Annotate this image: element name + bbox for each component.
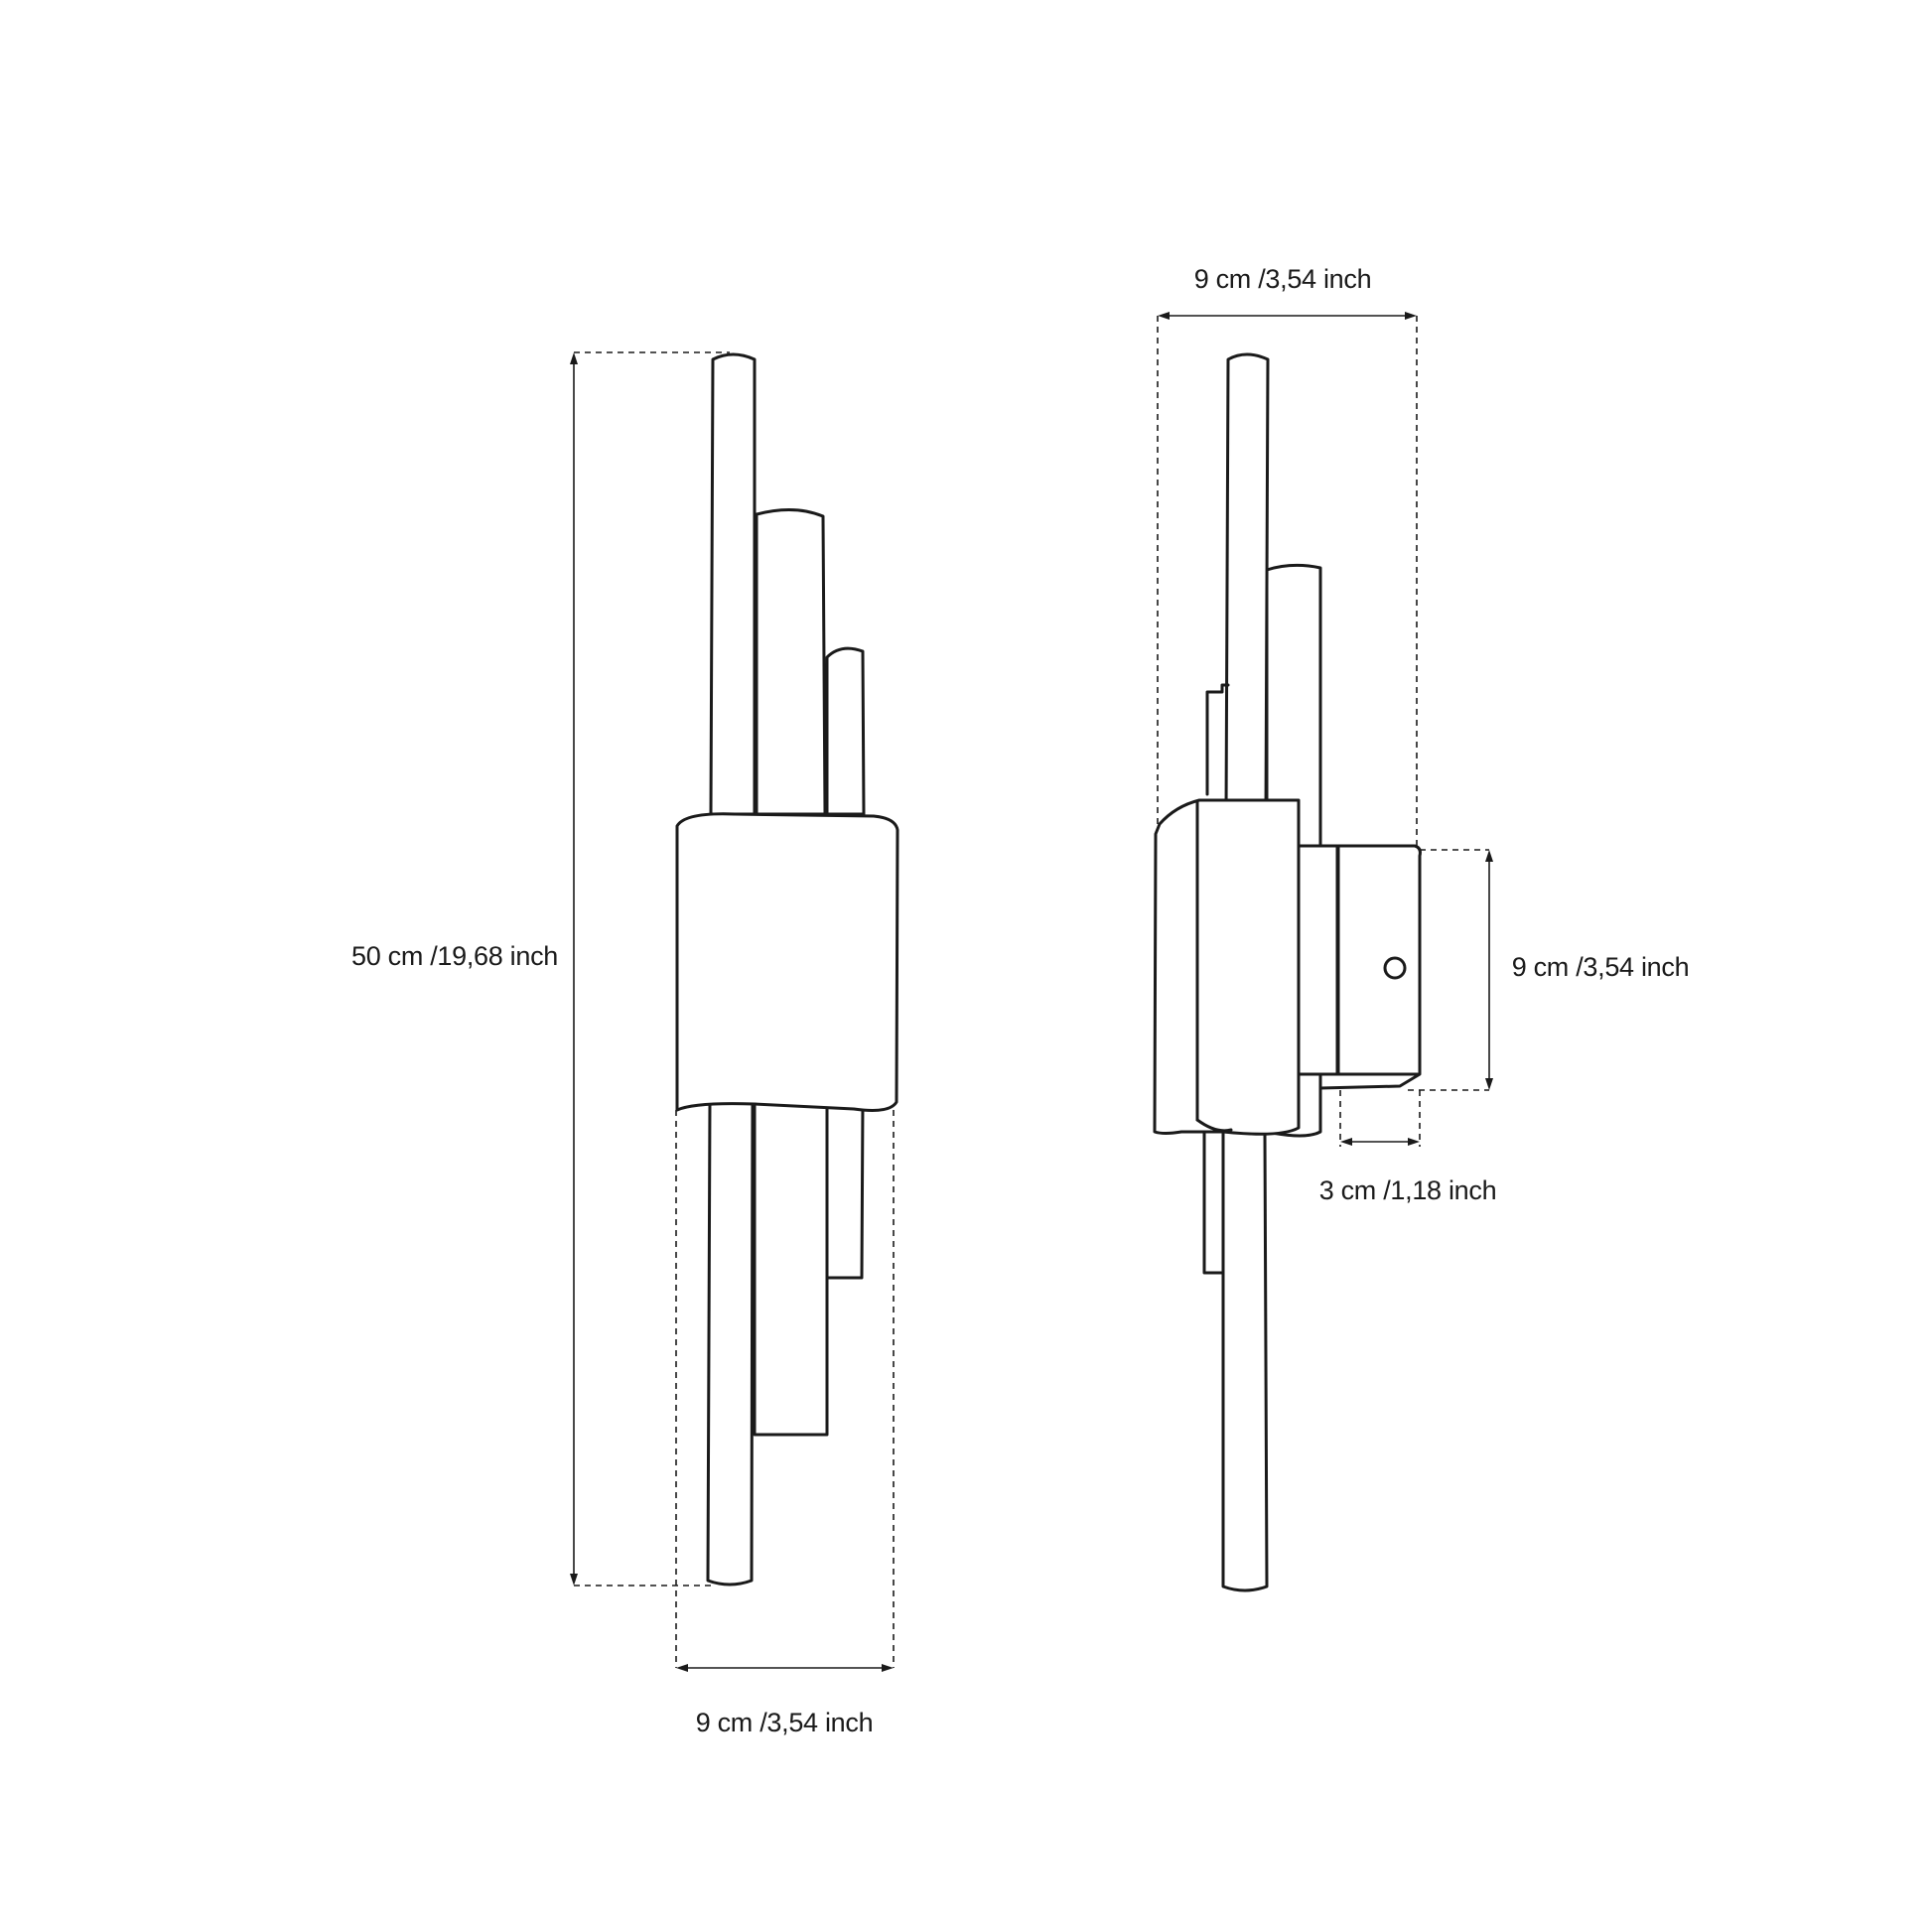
arrow-right-icon bbox=[1405, 312, 1417, 320]
front-short-rod-lower bbox=[821, 1100, 865, 1280]
side-body bbox=[1153, 798, 1301, 1136]
side-wall-plate bbox=[1318, 844, 1422, 1090]
arrow-up-icon bbox=[1485, 850, 1493, 862]
arrow-left-icon bbox=[1340, 1138, 1352, 1146]
arrow-right-icon bbox=[1408, 1138, 1420, 1146]
front-middle-rod-lower bbox=[753, 1100, 829, 1437]
screw-icon bbox=[1383, 956, 1407, 980]
side-depth-label: 3 cm /1,18 inch bbox=[1319, 1175, 1497, 1205]
side-width-label: 9 cm /3,54 inch bbox=[1194, 264, 1372, 294]
arrow-down-icon bbox=[570, 1574, 578, 1586]
front-view: 50 cm /19,68 inch 9 cm /3,54 inch bbox=[351, 351, 899, 1737]
arrow-down-icon bbox=[1485, 1078, 1493, 1090]
front-short-rod bbox=[825, 646, 866, 816]
side-long-rod bbox=[1221, 1130, 1269, 1592]
front-height-label: 50 cm /19,68 inch bbox=[351, 941, 558, 971]
front-long-rod-lower bbox=[706, 1100, 755, 1587]
front-width-label: 9 cm /3,54 inch bbox=[696, 1708, 874, 1737]
front-middle-rod bbox=[755, 507, 827, 816]
arrow-left-icon bbox=[1158, 312, 1170, 320]
arrow-up-icon bbox=[570, 352, 578, 364]
side-view: 9 cm /3,54 inch 9 cm /3,54 inch 3 cm /1,… bbox=[1153, 264, 1690, 1592]
arrow-left-icon bbox=[676, 1664, 688, 1672]
side-base-height-label: 9 cm /3,54 inch bbox=[1512, 952, 1690, 982]
front-body bbox=[675, 812, 899, 1112]
side-body-curve bbox=[1195, 1118, 1233, 1133]
front-long-rod bbox=[709, 352, 757, 816]
side-lower-stub bbox=[1202, 1130, 1226, 1275]
side-bracket bbox=[1293, 844, 1339, 1076]
arrow-right-icon bbox=[882, 1664, 894, 1672]
side-long-rod-upper bbox=[1224, 352, 1270, 816]
side-stepped-strip bbox=[1205, 683, 1230, 796]
